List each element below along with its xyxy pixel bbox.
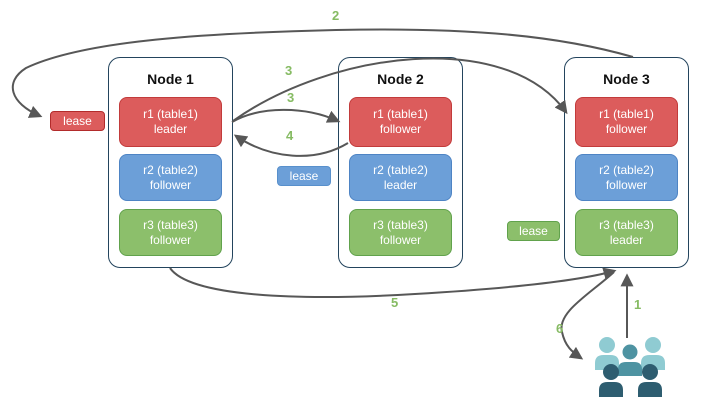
lease-badge-table3: lease <box>507 221 560 241</box>
replica-name: r2 (table2) <box>373 162 428 177</box>
node-3-title: Node 3 <box>603 71 650 87</box>
step-label-4: 4 <box>286 128 294 143</box>
arrow-step-3-node1-to-node2 <box>231 108 341 123</box>
node-3-replica-r1: r1 (table1) follower <box>575 97 678 147</box>
replica-role: follower <box>149 177 192 192</box>
user-medium-center <box>618 344 642 376</box>
lease-badge-table2: lease <box>277 166 331 186</box>
users-group-icon <box>595 337 665 397</box>
step-label-1: 1 <box>634 297 642 312</box>
node-3-replica-r2: r2 (table2) follower <box>575 154 678 201</box>
replica-name: r2 (table2) <box>599 162 654 177</box>
node-1-box: Node 1 r1 (table1) leader r2 (table2) fo… <box>108 57 233 268</box>
node-3-box: Node 3 r1 (table1) follower r2 (table2) … <box>564 57 689 268</box>
node-1-title: Node 1 <box>147 71 194 87</box>
step-label-3a: 3 <box>285 63 293 78</box>
node-3-replica-r3: r3 (table3) leader <box>575 209 678 256</box>
node-2-box: Node 2 r1 (table1) follower r2 (table2) … <box>338 57 463 268</box>
step-label-2: 2 <box>332 8 340 23</box>
node-1-replica-r2: r2 (table2) follower <box>119 154 222 201</box>
replica-role: follower <box>379 232 422 247</box>
arrow-step-5-node1-to-node3 <box>169 267 617 298</box>
replica-name: r3 (table3) <box>143 217 198 232</box>
replica-role: follower <box>149 232 192 247</box>
replica-name: r1 (table1) <box>373 107 428 121</box>
node-2-title: Node 2 <box>377 71 424 87</box>
node-2-replica-r1: r1 (table1) follower <box>349 97 452 147</box>
step-label-6: 6 <box>556 321 564 336</box>
lease-badge-table1: lease <box>50 111 105 131</box>
arrow-step-2-node3-to-lease <box>11 28 634 118</box>
replica-role: leader <box>609 232 644 247</box>
node-2-replica-r2: r2 (table2) leader <box>349 154 452 201</box>
replica-name: r1 (table1) <box>599 107 654 121</box>
replica-role: follower <box>605 177 648 192</box>
users-dark-row <box>599 364 662 397</box>
step-label-5: 5 <box>391 295 399 310</box>
replica-role: leader <box>153 122 188 136</box>
replica-name: r1 (table1) <box>143 107 198 121</box>
replica-name: r2 (table2) <box>143 162 198 177</box>
node-2-replica-r3: r3 (table3) follower <box>349 209 452 256</box>
node-1-replica-r1: r1 (table1) leader <box>119 97 222 147</box>
replica-name: r3 (table3) <box>373 217 428 232</box>
replica-role: leader <box>383 177 418 192</box>
replica-role: follower <box>379 122 422 136</box>
replica-name: r3 (table3) <box>599 217 654 232</box>
replica-role: follower <box>605 122 648 136</box>
node-1-replica-r3: r3 (table3) follower <box>119 209 222 256</box>
step-label-3b: 3 <box>287 90 295 105</box>
